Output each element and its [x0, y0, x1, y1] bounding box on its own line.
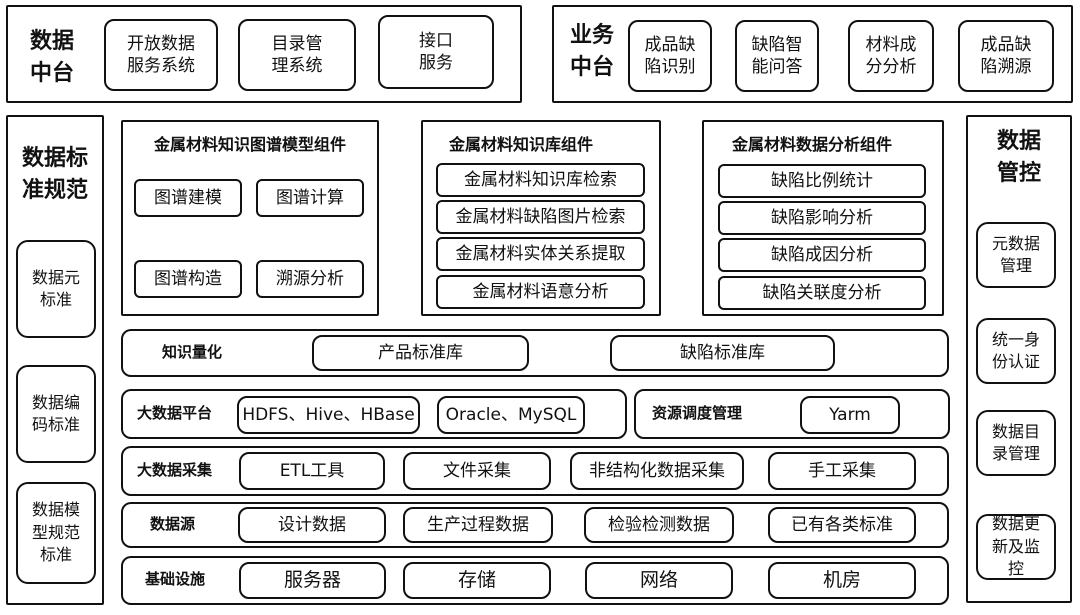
defect-smart-qa[interactable]: 缺陷智能问答	[735, 20, 819, 92]
kb-search[interactable]: 金属材料知识库检索	[436, 163, 645, 197]
metadata-management[interactable]: 元数据管理	[976, 222, 1056, 288]
open-data-service-system[interactable]: 开放数据服务系统	[104, 19, 218, 91]
unified-identity-auth[interactable]: 统一身份认证	[976, 318, 1056, 384]
semantic-analysis[interactable]: 金属材料语意分析	[436, 275, 645, 309]
material-composition-analysis[interactable]: 材料成分分析	[848, 20, 934, 92]
kg-model-component-title: 金属材料知识图谱模型组件	[153, 135, 346, 154]
yarm[interactable]: Yarm	[800, 396, 900, 434]
graph-construction[interactable]: 图谱构造	[134, 260, 242, 298]
server-room[interactable]: 机房	[768, 562, 916, 599]
data-element-standard[interactable]: 数据元标准	[16, 240, 96, 338]
data-platform-title: 数据 中台	[29, 29, 74, 86]
interface-service[interactable]: 接口服务	[378, 15, 494, 89]
catalog-management-system[interactable]: 目录管理系统	[238, 19, 356, 91]
etl-tools[interactable]: ETL工具	[239, 452, 385, 490]
oracle-mysql[interactable]: Oracle、MySQL	[437, 396, 585, 434]
servers[interactable]: 服务器	[239, 562, 386, 599]
manual-collection[interactable]: 手工采集	[768, 452, 916, 490]
hdfs-hive-hbase[interactable]: HDFS、Hive、HBase	[237, 396, 420, 434]
data-catalog-management[interactable]: 数据目录管理	[976, 410, 1056, 476]
analysis-component-title: 金属材料数据分析组件	[731, 135, 892, 154]
entity-relation-extraction[interactable]: 金属材料实体关系提取	[436, 237, 645, 271]
tracing-analysis[interactable]: 溯源分析	[256, 260, 364, 298]
resource-scheduling-label: 资源调度管理	[652, 404, 743, 423]
bigdata-platform-label: 大数据平台	[137, 404, 213, 423]
graph-modeling[interactable]: 图谱建模	[134, 179, 242, 217]
storage[interactable]: 存储	[403, 562, 551, 599]
defect-standard-lib[interactable]: 缺陷标准库	[610, 335, 835, 371]
defect-image-search[interactable]: 金属材料缺陷图片检索	[436, 200, 645, 234]
defect-ratio-stats[interactable]: 缺陷比例统计	[718, 164, 926, 198]
infrastructure-label: 基础设施	[145, 570, 206, 589]
data-update-monitor[interactable]: 数据更新及监控	[976, 514, 1056, 580]
bigdata-collect-label: 大数据采集	[137, 461, 213, 480]
network[interactable]: 网络	[585, 562, 733, 599]
defect-impact-analysis[interactable]: 缺陷影响分析	[718, 201, 926, 235]
design-data[interactable]: 设计数据	[238, 507, 386, 543]
data-governance-title: 数据 管控	[996, 129, 1041, 186]
data-source-label: 数据源	[150, 515, 196, 534]
production-process-data[interactable]: 生产过程数据	[403, 507, 553, 543]
product-defect-tracing[interactable]: 成品缺陷溯源	[958, 20, 1054, 92]
defect-cause-analysis[interactable]: 缺陷成因分析	[718, 238, 926, 272]
business-platform-title: 业务 中台	[569, 23, 614, 80]
knowledge-quant-label: 知识量化	[162, 343, 223, 362]
product-standard-lib[interactable]: 产品标准库	[312, 335, 529, 371]
data-coding-standard[interactable]: 数据编码标准	[16, 365, 96, 463]
data-model-standard[interactable]: 数据模型规范标准	[16, 482, 96, 584]
unstructured-collection[interactable]: 非结构化数据采集	[570, 452, 744, 490]
data-standards-title: 数据标 准规范	[21, 146, 88, 203]
file-collection[interactable]: 文件采集	[403, 452, 551, 490]
defect-correlation-analysis[interactable]: 缺陷关联度分析	[718, 276, 926, 310]
existing-standards[interactable]: 已有各类标准	[768, 507, 916, 543]
inspection-data[interactable]: 检验检测数据	[584, 507, 734, 543]
kb-component-title: 金属材料知识库组件	[448, 135, 593, 154]
product-defect-identification[interactable]: 成品缺陷识别	[628, 20, 712, 92]
graph-computing[interactable]: 图谱计算	[256, 179, 364, 217]
